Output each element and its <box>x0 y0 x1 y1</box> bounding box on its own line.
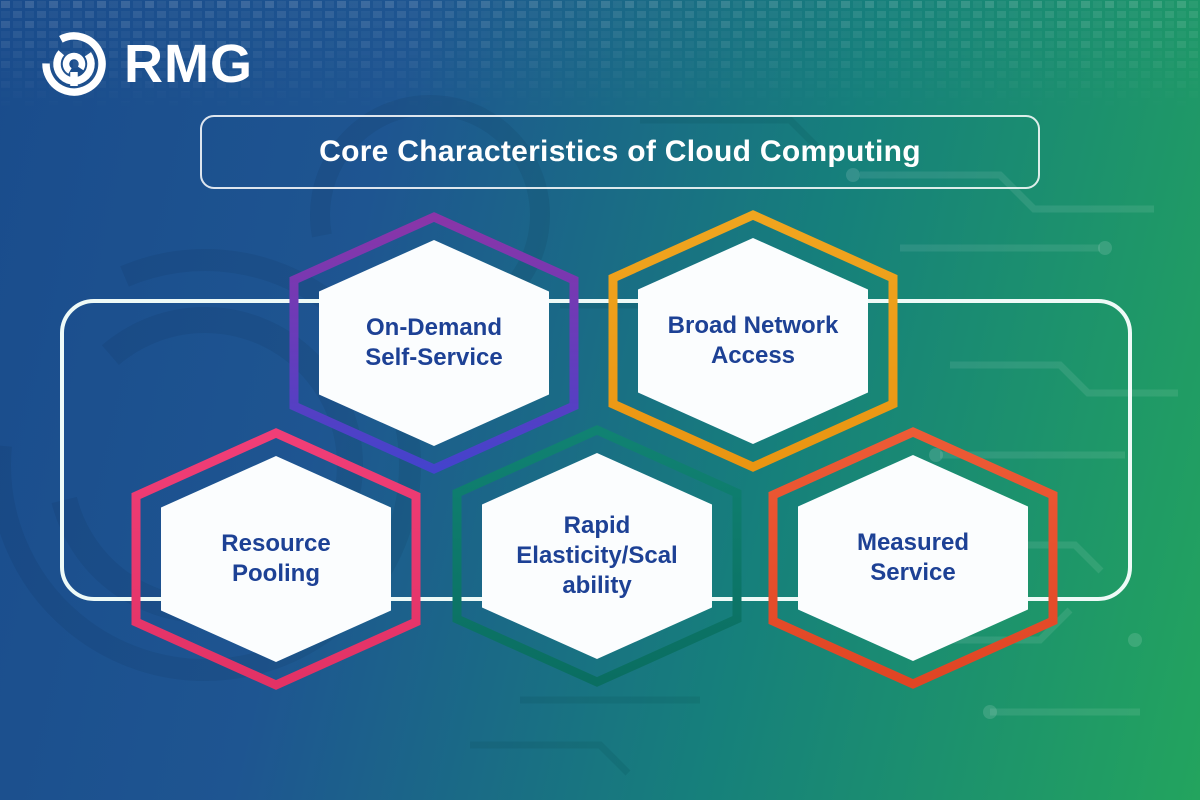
hexagon-label: Measured Service <box>856 529 970 586</box>
title-box: Core Characteristics of Cloud Computing <box>200 115 1040 189</box>
page-title: Core Characteristics of Cloud Computing <box>319 135 921 168</box>
hexagon-rapid-elasticity-scalability: Rapid Elasticity/Scal ability <box>450 425 744 687</box>
hexagon-label: On-Demand Self-Service <box>365 314 503 371</box>
hexagon-label: Resource Pooling <box>221 530 331 587</box>
pixel-texture-band <box>0 0 1200 110</box>
hexagon-resource-pooling: Resource Pooling <box>129 428 423 690</box>
spiral-arcs-icon <box>42 32 106 96</box>
hexagon-on-demand-self-service: On-Demand Self-Service <box>287 212 581 474</box>
hexagon-label: Rapid Elasticity/Scal ability <box>516 512 678 599</box>
brand-logo: RMG <box>38 28 253 100</box>
hexagon-measured-service: Measured Service <box>766 427 1060 689</box>
hexagon-label: Broad Network Access <box>667 312 839 369</box>
brand-name: RMG <box>124 34 253 94</box>
hexagon-broad-network-access: Broad Network Access <box>606 210 900 472</box>
